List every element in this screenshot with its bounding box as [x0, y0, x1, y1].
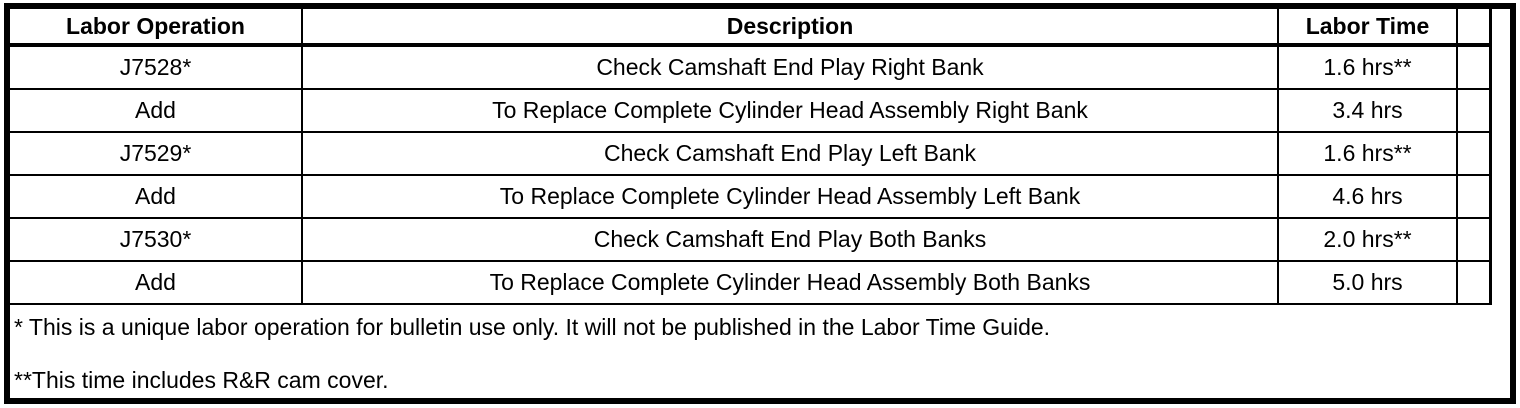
- description-cell: To Replace Complete Cylinder Head Assemb…: [302, 89, 1279, 133]
- spacer-cell: [1457, 89, 1492, 133]
- description-cell: To Replace Complete Cylinder Head Assemb…: [302, 175, 1279, 219]
- footnote-unique-operation: * This is a unique labor operation for b…: [14, 314, 1051, 340]
- spacer-cell: [1457, 45, 1492, 90]
- column-header-labor-operation: Labor Operation: [10, 9, 303, 47]
- table-header: Labor Operation Description Labor Time: [10, 9, 1492, 47]
- spacer-cell: [1457, 132, 1492, 176]
- bulletin-table-frame: Labor Operation Description Labor Time J…: [4, 3, 1516, 404]
- table-row: Add To Replace Complete Cylinder Head As…: [10, 175, 1492, 219]
- labor-time-table: Labor Operation Description Labor Time J…: [10, 9, 1492, 305]
- labor-operation-cell: Add: [10, 261, 303, 305]
- labor-time-cell: 4.6 hrs: [1278, 175, 1458, 219]
- table-row: Add To Replace Complete Cylinder Head As…: [10, 89, 1492, 133]
- labor-operation-cell: J7528*: [10, 45, 303, 90]
- spacer-column-header: [1457, 9, 1492, 47]
- description-cell: Check Camshaft End Play Right Bank: [302, 45, 1279, 90]
- description-cell: Check Camshaft End Play Both Banks: [302, 218, 1279, 262]
- header-row: Labor Operation Description Labor Time: [10, 9, 1492, 47]
- table-body: J7528* Check Camshaft End Play Right Ban…: [10, 45, 1492, 305]
- spacer-cell: [1457, 218, 1492, 262]
- footnotes: * This is a unique labor operation for b…: [10, 305, 1510, 392]
- labor-time-cell: 2.0 hrs**: [1278, 218, 1458, 262]
- table-row: J7528* Check Camshaft End Play Right Ban…: [10, 45, 1492, 90]
- labor-operation-cell: Add: [10, 89, 303, 133]
- labor-operation-cell: J7530*: [10, 218, 303, 262]
- description-cell: To Replace Complete Cylinder Head Assemb…: [302, 261, 1279, 305]
- labor-operation-cell: J7529*: [10, 132, 303, 176]
- table-row: Add To Replace Complete Cylinder Head As…: [10, 261, 1492, 305]
- table-row: J7530* Check Camshaft End Play Both Bank…: [10, 218, 1492, 262]
- column-header-labor-time: Labor Time: [1278, 9, 1458, 47]
- labor-time-cell: 3.4 hrs: [1278, 89, 1458, 133]
- labor-time-cell: 1.6 hrs**: [1278, 45, 1458, 90]
- labor-operation-cell: Add: [10, 175, 303, 219]
- labor-time-cell: 5.0 hrs: [1278, 261, 1458, 305]
- table-row: J7529* Check Camshaft End Play Left Bank…: [10, 132, 1492, 176]
- spacer-cell: [1457, 175, 1492, 219]
- column-header-description: Description: [302, 9, 1279, 47]
- footnote-time-includes: **This time includes R&R cam cover.: [14, 367, 389, 393]
- labor-time-cell: 1.6 hrs**: [1278, 132, 1458, 176]
- spacer-cell: [1457, 261, 1492, 305]
- description-cell: Check Camshaft End Play Left Bank: [302, 132, 1279, 176]
